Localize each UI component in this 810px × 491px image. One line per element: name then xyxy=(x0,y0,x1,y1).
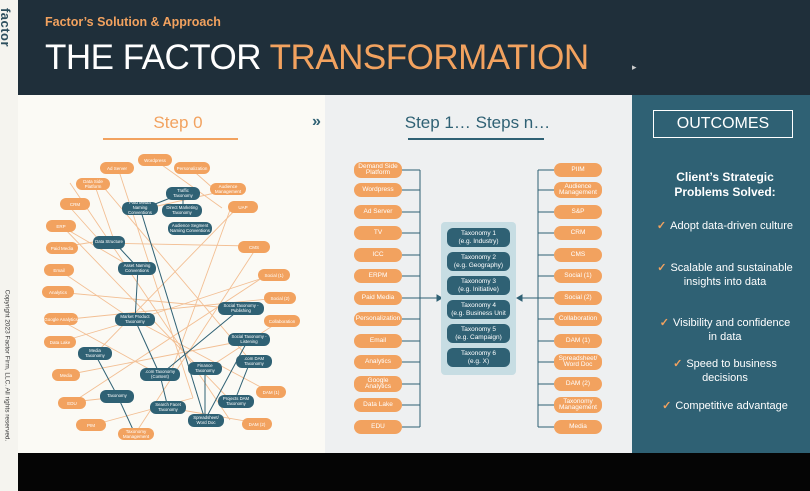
net-node-social-1: Social (1) xyxy=(258,269,290,281)
target-pill: DAM (2) xyxy=(554,377,602,391)
net-node-ad-server: Ad Server xyxy=(100,162,134,174)
target-pill: CMS xyxy=(554,248,602,262)
net-node-projects-dam-taxonomy: Projects DAM Taxonomy xyxy=(218,395,254,408)
outcomes-panel xyxy=(632,95,810,453)
taxonomy-card: Taxonomy 3(e.g. Initiative) xyxy=(447,276,510,295)
net-node-data-structure: Data Structure xyxy=(93,236,125,249)
net-node-social-2: Social (2) xyxy=(264,292,296,304)
source-pill: Ad Server xyxy=(354,205,402,219)
source-pill: Demand Side Platform xyxy=(354,162,402,178)
net-node-media: Media xyxy=(52,369,80,381)
source-pill: Paid Media xyxy=(354,291,402,305)
taxonomy-card: Taxonomy 5(e.g. Campaign) xyxy=(447,324,510,343)
outcomes-title: Client’s Strategic Problems Solved: xyxy=(674,170,776,199)
net-node-edu: EDU xyxy=(58,397,86,409)
net-node-traffic-taxonomy: Traffic Taxonomy xyxy=(166,187,200,200)
net-node-google-analytics: Google Analytics xyxy=(44,313,78,325)
taxonomy-card: Taxonomy 4(e.g. Business Unit xyxy=(447,300,510,319)
source-pill: Email xyxy=(354,334,402,348)
source-pill: Data Lake xyxy=(354,398,402,412)
step0-heading: Step 0 xyxy=(153,113,203,132)
outcome-item: ✓Visibility and confidence in data xyxy=(659,317,791,343)
target-pill: CRM xyxy=(554,226,602,240)
step0-underline xyxy=(103,138,238,140)
target-pill: S&P xyxy=(554,205,602,219)
target-pill: DAM (1) xyxy=(554,334,602,348)
outcome-item: ✓Speed to business decisions xyxy=(673,358,777,384)
outcome-item: ✓Competitive advantage xyxy=(662,400,788,412)
target-pill: PIIM xyxy=(554,163,602,177)
net-node-erp: ERP xyxy=(46,220,76,232)
target-pill: Social (1) xyxy=(554,269,602,283)
header-band xyxy=(0,0,810,95)
net-node-taxonomy-management: Taxonomy Management xyxy=(118,428,154,440)
title-main: THE FACTOR xyxy=(45,38,262,77)
net-node-uap: UAP xyxy=(228,201,258,213)
target-pill: Social (2) xyxy=(554,291,602,305)
net-node-crm: CRM xyxy=(60,198,90,210)
source-pill: Personalization xyxy=(354,312,402,326)
net-node-analytics: Analytics xyxy=(42,286,74,298)
net-node-email: Email xyxy=(44,264,74,276)
net-node-data-side-platform: Data Side Platform xyxy=(76,178,110,190)
taxonomy-card: Taxonomy 2(e.g. Geography) xyxy=(447,252,510,271)
step1-heading: Step 1… Steps n… xyxy=(404,113,551,132)
net-node-com-taxonomy-content: .com Taxonomy (Content) xyxy=(140,368,180,381)
net-node-taxonomy: Taxonomy xyxy=(100,390,134,403)
taxonomy-card: Taxonomy 6(e.g. X) xyxy=(447,348,510,367)
source-pill: EDU xyxy=(354,420,402,434)
net-node-audience-segment-naming: Audience Segment Naming Conventions xyxy=(168,222,212,235)
net-node-dam-1: DAM (1) xyxy=(256,386,286,398)
net-node-wordpress: Wordpress xyxy=(138,154,172,166)
target-pill: Collaboration xyxy=(554,312,602,326)
title-accent: TRANSFORMATION xyxy=(269,38,590,77)
source-pill: ERPM xyxy=(354,269,402,283)
net-node-paid-media-naming: Paid Media Naming Conventions xyxy=(122,200,158,215)
net-node-media-taxonomy: Media Taxonomy xyxy=(78,347,112,360)
mouse-pointer-icon: ▸ xyxy=(632,62,637,72)
outcome-item: ✓Scalable and sustainable insights into … xyxy=(657,262,793,288)
net-node-social-taxonomy-publishing: Social Taxonomy - Publishing xyxy=(218,302,264,315)
target-pill: Audience Management xyxy=(554,182,602,198)
double-chevron-right-icon: » xyxy=(312,113,321,130)
net-node-social-taxonomy-listening: Social Taxonomy - Listening xyxy=(228,333,270,346)
net-node-search-facet-taxonomy: Search Facet Taxonomy xyxy=(150,401,186,414)
source-pill: Analytics xyxy=(354,355,402,369)
net-node-paid-media: Paid Media xyxy=(46,242,78,254)
net-node-com-dam-taxonomy: .com DAM Taxonomy xyxy=(236,355,272,368)
net-node-audience-management: Audience Management xyxy=(210,183,246,195)
outcomes-heading: OUTCOMES xyxy=(653,110,793,138)
target-pill: Spreadsheet/ Word Doc xyxy=(554,354,602,370)
net-node-market-product-taxonomy: Market Product Taxonomy xyxy=(115,313,155,326)
net-node-pim: PIM xyxy=(76,419,106,431)
target-pill: Media xyxy=(554,420,602,434)
checkmark-icon: ✓ xyxy=(656,220,667,232)
net-node-personalization: Personalization xyxy=(174,162,210,174)
source-pill: ICC xyxy=(354,248,402,262)
step1-underline xyxy=(408,138,544,140)
net-node-direct-marketing-taxonomy: Direct Marketing Taxonomy xyxy=(162,204,202,217)
net-node-finance-taxonomy: Finance Taxonomy xyxy=(188,362,222,375)
checkmark-icon: ✓ xyxy=(657,262,667,274)
source-pill: Google Analytics xyxy=(354,376,402,392)
slide-subtitle: Factor’s Solution & Approach xyxy=(45,15,221,29)
slide-title: THE FACTOR TRANSFORMATION xyxy=(45,38,589,78)
target-pill: Taxonomy Management xyxy=(554,397,602,413)
bottom-bar xyxy=(0,453,810,491)
net-node-cms: CMS xyxy=(238,241,270,253)
net-node-dam-2: DAM (2) xyxy=(242,418,272,430)
net-node-data-lake: Data Lake xyxy=(44,336,76,348)
checkmark-icon: ✓ xyxy=(659,317,669,329)
taxonomy-card: Taxonomy 1(e.g. Industry) xyxy=(447,228,510,247)
checkmark-icon: ✓ xyxy=(673,358,683,370)
source-pill: Wordpress xyxy=(354,183,402,197)
checkmark-icon: ✓ xyxy=(662,400,672,412)
outcome-item: ✓Adopt data-driven culture xyxy=(656,220,794,232)
net-node-spreadsheet-word-doc: Spreadsheet/ Word Doc xyxy=(188,414,224,427)
net-node-asset-naming: Asset Naming Conventions xyxy=(118,262,156,275)
brand-sidebar: factor Copyright 2023 Factor Firm, LLC. … xyxy=(0,0,18,491)
net-node-collaboration: Collaboration xyxy=(264,315,300,327)
source-pill: TV xyxy=(354,226,402,240)
